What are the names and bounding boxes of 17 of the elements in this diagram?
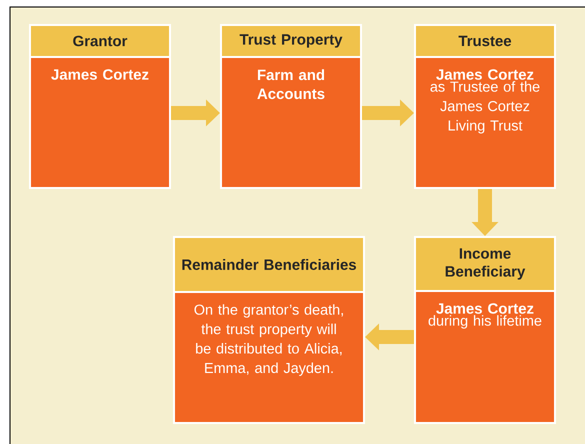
card-heading: Remainder Beneficiaries xyxy=(182,259,356,270)
card xyxy=(220,24,362,189)
card-heading: Trust Property xyxy=(240,34,342,48)
card-heading: Trustee xyxy=(458,36,512,46)
card-text: as Trustee of the James Cortez Living Trust xyxy=(430,81,540,134)
card-heading: Grantor xyxy=(73,36,128,46)
card-text: James Cortez xyxy=(436,69,534,80)
card xyxy=(414,236,556,424)
card-text: On the grantor’s death, the trust property will be distributed to Alicia, Emma, and Jayden. xyxy=(194,304,343,376)
card xyxy=(414,24,556,189)
card-text: during his lifetime xyxy=(428,315,542,329)
card xyxy=(173,236,365,424)
card-heading: Income Beneficiary xyxy=(446,248,526,280)
card xyxy=(29,24,171,189)
card-text: Farm and Accounts xyxy=(257,69,324,100)
card-text: James Cortez xyxy=(436,303,534,314)
card-text: James Cortez xyxy=(51,69,148,80)
